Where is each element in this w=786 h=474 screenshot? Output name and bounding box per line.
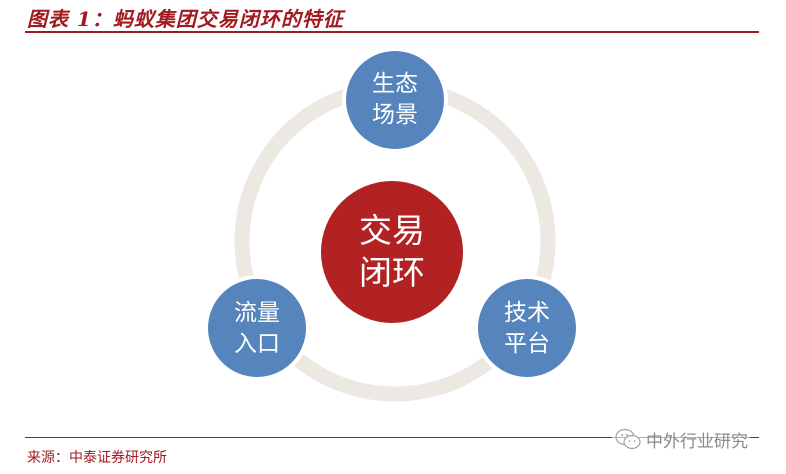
node-label-line1: 生态: [372, 71, 418, 97]
node-traffic-entry: 流量 入口: [208, 279, 306, 377]
center-label-line1: 交易: [359, 211, 425, 250]
node-label-line1: 流量: [234, 300, 280, 326]
center-label-line2: 闭环: [359, 253, 425, 292]
center-node-transaction-loop: 交易 闭环: [321, 181, 463, 323]
node-label-line2: 场景: [372, 102, 418, 128]
title-divider: [25, 31, 759, 33]
source-divider: [25, 437, 759, 438]
node-label-line1: 技术: [504, 300, 550, 326]
node-tech-platform: 技术 平台: [478, 279, 576, 377]
node-ecosystem-scenarios: 生态 场景: [346, 51, 444, 149]
wechat-icon: [615, 428, 641, 450]
watermark: 中外行业研究: [612, 426, 750, 452]
source-note: 来源：中泰证券研究所: [27, 450, 167, 466]
watermark-text: 中外行业研究: [646, 431, 748, 452]
node-label-line2: 入口: [234, 331, 280, 357]
figure-title: 图表 1：蚂蚁集团交易闭环的特征: [27, 7, 344, 31]
node-label-line2: 平台: [504, 331, 550, 357]
